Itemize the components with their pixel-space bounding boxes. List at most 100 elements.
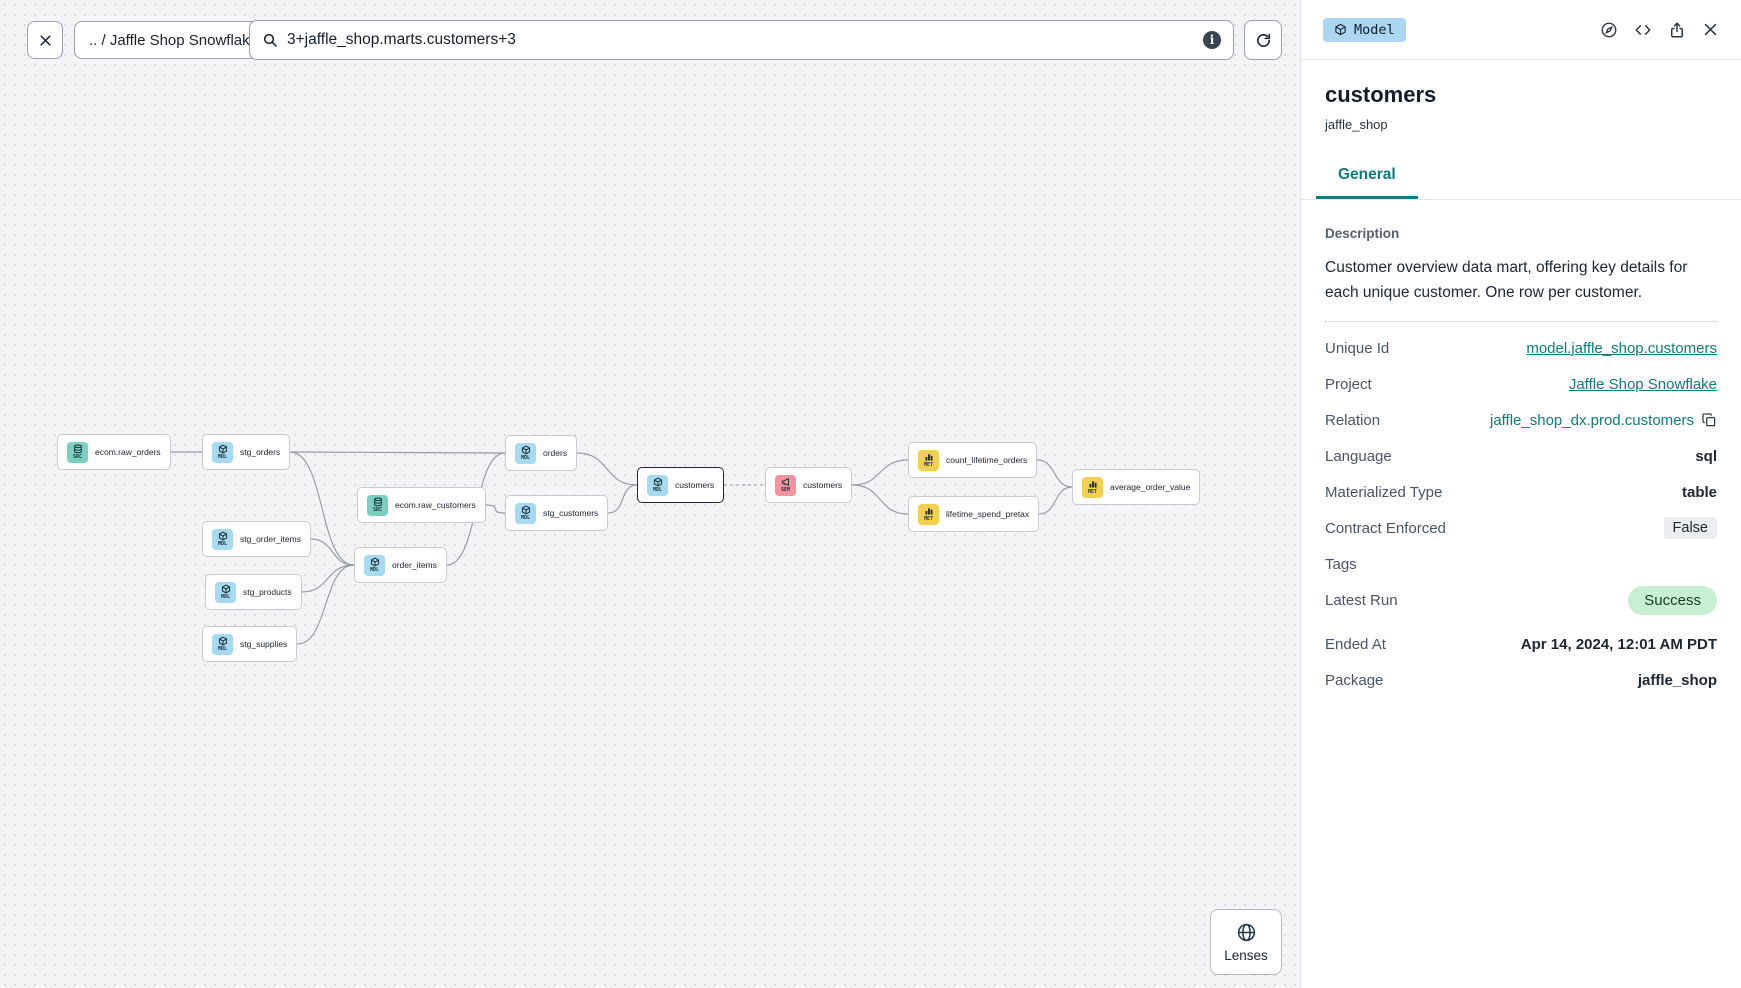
node-kind-tag: SRC <box>72 454 83 460</box>
bar-chart-icon: MET <box>918 503 939 525</box>
node-label: stg_products <box>243 587 292 597</box>
detail-row-tags: Tags <box>1325 546 1717 582</box>
graph-node-raw_orders[interactable]: SRC ecom.raw_orders <box>57 434 171 470</box>
node-kind-tag: MDL <box>220 594 231 600</box>
close-lineage-button[interactable] <box>27 21 63 59</box>
detail-value: table <box>1681 483 1717 501</box>
graph-node-lifetime_spend_pretax[interactable]: MET lifetime_spend_pretax <box>908 496 1040 532</box>
cube-icon: MDL <box>215 581 236 603</box>
cube-icon: MDL <box>364 554 385 576</box>
detail-value-link[interactable]: model.jaffle_shop.customers <box>1526 339 1717 357</box>
node-kind-tag: MDL <box>369 567 380 573</box>
search-input[interactable] <box>287 31 1194 49</box>
breadcrumb[interactable]: .. / Jaffle Shop Snowflake <box>74 21 273 59</box>
detail-label: Language <box>1325 447 1392 465</box>
copy-icon[interactable] <box>1701 412 1717 428</box>
lineage-search: i <box>249 20 1234 60</box>
node-label: count_lifetime_orders <box>946 455 1028 465</box>
node-label: orders <box>543 448 568 458</box>
graph-node-stg_supplies[interactable]: MDL stg_supplies <box>202 626 298 662</box>
cube-icon: MDL <box>212 633 233 655</box>
node-label: customers <box>675 480 715 490</box>
detail-label: Package <box>1325 671 1384 689</box>
graph-node-orders[interactable]: MDL orders <box>505 435 578 471</box>
node-label: stg_supplies <box>240 639 288 649</box>
graph-node-customers[interactable]: MDL customers <box>637 467 725 503</box>
graph-node-stg_order_items[interactable]: MDL stg_order_items <box>202 521 311 557</box>
detail-value: jaffle_shop <box>1637 671 1717 689</box>
cube-icon: MDL <box>515 502 536 524</box>
lenses-button[interactable]: Lenses <box>1210 909 1282 975</box>
detail-row-latest-run: Latest Run Success <box>1325 582 1717 618</box>
database-icon: SRC <box>67 441 88 463</box>
lineage-edge-customers_sem-to-count_lifetime_orders <box>852 459 909 486</box>
status-badge: Success <box>1628 585 1717 615</box>
detail-value: sql <box>1695 447 1717 465</box>
detail-value-link[interactable]: Jaffle Shop Snowflake <box>1568 375 1717 393</box>
close-panel-icon[interactable] <box>1702 21 1719 38</box>
detail-row-project: Project Jaffle Shop Snowflake <box>1325 366 1717 402</box>
node-details-panel: Model customers jaffle_shop <box>1300 0 1741 988</box>
node-kind-tag: MDL <box>217 454 228 460</box>
node-kind-tag: MDL <box>217 541 228 547</box>
lineage-edge-stg_orders-to-order_items <box>290 451 355 566</box>
panel-header: Model <box>1301 0 1741 60</box>
lineage-edge-stg_products-to-order_items <box>301 564 355 593</box>
tab-general[interactable]: General <box>1316 156 1418 199</box>
node-kind-tag: MDL <box>520 455 531 461</box>
detail-label: Latest Run <box>1325 591 1398 609</box>
node-kind-tag: MET <box>923 462 934 468</box>
lineage-edge-stg_orders-to-orders <box>290 451 506 454</box>
panel-title-block: customers jaffle_shop <box>1301 60 1741 132</box>
lineage-edge-orders-to-customers <box>577 452 638 486</box>
detail-label: Unique Id <box>1325 339 1390 357</box>
node-kind-tag: MET <box>923 516 934 522</box>
search-icon <box>263 33 277 47</box>
detail-label: Project <box>1325 375 1372 393</box>
close-icon <box>39 34 51 46</box>
node-label: ecom.raw_customers <box>395 500 476 510</box>
node-label: average_order_value <box>1110 482 1191 492</box>
resource-type-label: Model <box>1354 21 1395 38</box>
lineage-edge-lifetime_spend_pretax-to-average_order_value <box>1039 486 1073 515</box>
share-icon[interactable] <box>1668 21 1686 39</box>
detail-label: Relation <box>1325 411 1381 429</box>
detail-label: Contract Enforced <box>1325 519 1446 537</box>
refresh-button[interactable] <box>1244 20 1282 60</box>
node-label: ecom.raw_orders <box>95 447 161 457</box>
node-label: stg_order_items <box>240 534 301 544</box>
node-kind-tag: MDL <box>520 515 531 521</box>
resource-type-badge: Model <box>1323 17 1406 42</box>
code-icon[interactable] <box>1634 21 1652 39</box>
node-kind-tag: MDL <box>652 487 663 493</box>
detail-row-unique-id: Unique Id model.jaffle_shop.customers <box>1325 330 1717 366</box>
detail-value: Apr 14, 2024, 12:01 AM PDT <box>1520 635 1717 653</box>
description-section-label: Description <box>1325 226 1400 241</box>
lineage-edge-customers_sem-to-lifetime_spend_pretax <box>852 484 909 515</box>
node-label: lifetime_spend_pretax <box>946 509 1030 519</box>
lineage-edge-stg_customers-to-customers <box>608 484 638 514</box>
graph-node-stg_products[interactable]: MDL stg_products <box>205 574 302 610</box>
node-label: stg_customers <box>543 508 599 518</box>
detail-row-package: Package jaffle_shop <box>1325 662 1717 698</box>
graph-node-stg_customers[interactable]: MDL stg_customers <box>505 495 609 531</box>
node-label: customers <box>803 480 843 490</box>
refresh-icon <box>1256 33 1270 47</box>
explore-compass-icon[interactable] <box>1600 21 1618 39</box>
lineage-edge-raw_customers-to-stg_customers <box>485 504 506 514</box>
graph-node-average_order_value[interactable]: MET average_order_value <box>1072 469 1201 505</box>
info-icon[interactable]: i <box>1203 31 1221 49</box>
node-kind-tag: MET <box>1087 489 1098 495</box>
graph-node-count_lifetime_orders[interactable]: MET count_lifetime_orders <box>908 442 1038 478</box>
description-text: Customer overview data mart, offering ke… <box>1325 259 1688 301</box>
lenses-globe-icon <box>1237 923 1255 941</box>
lineage-edge-stg_supplies-to-order_items <box>297 564 355 645</box>
